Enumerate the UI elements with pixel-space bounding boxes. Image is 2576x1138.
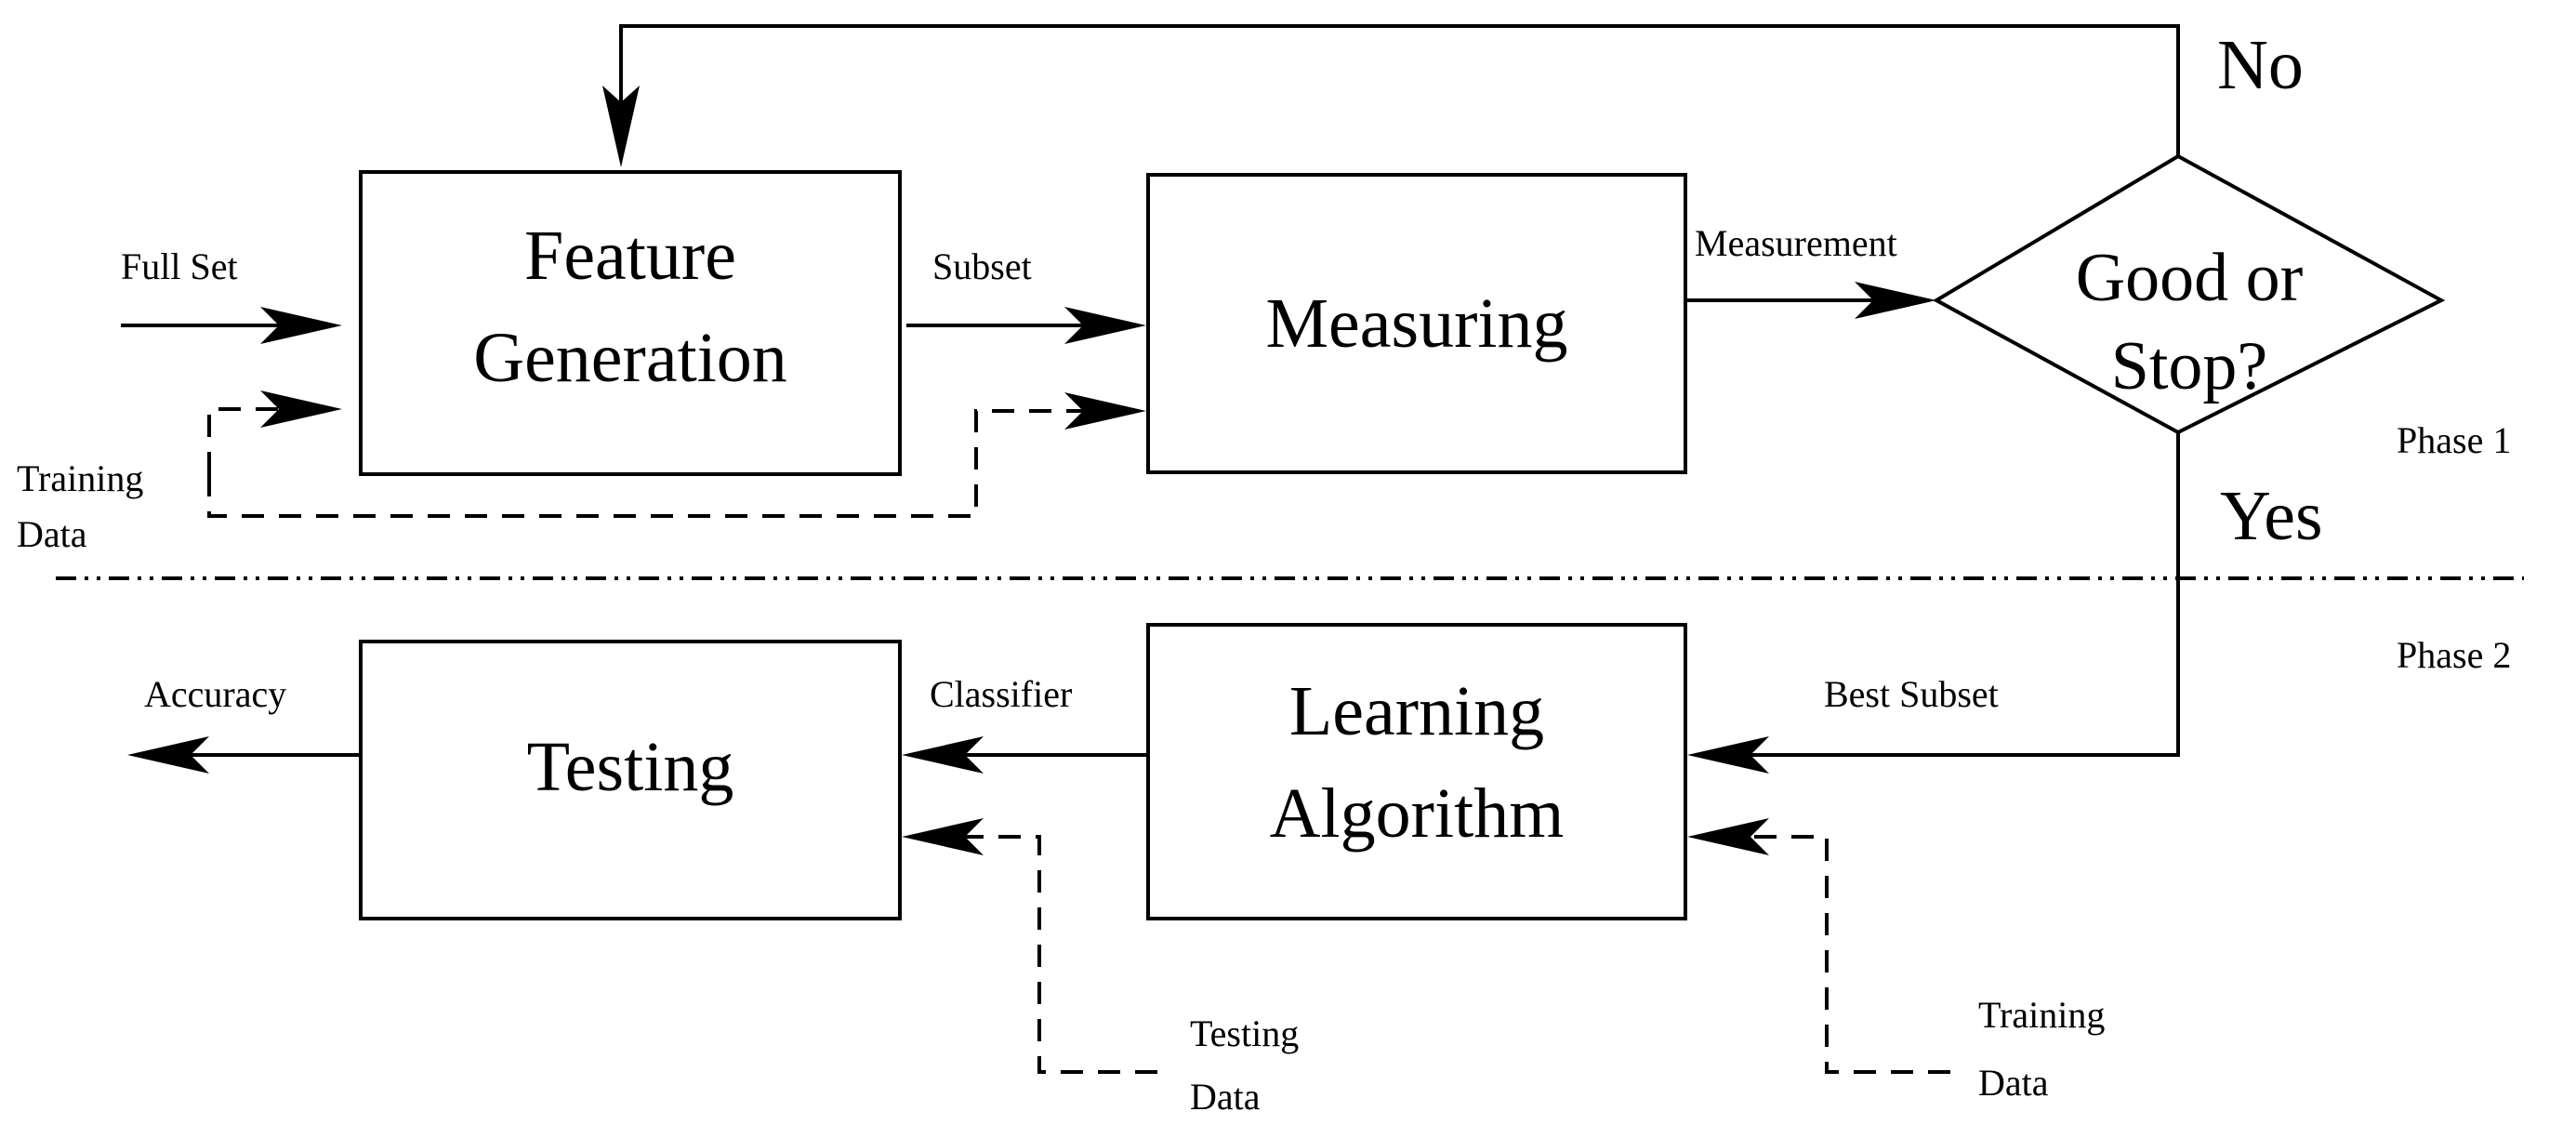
- phase1-label: Phase 1: [2397, 419, 2511, 461]
- measurement-label: Measurement: [1695, 222, 1897, 264]
- phase2-label: Phase 2: [2397, 634, 2511, 676]
- learning-algorithm-label-line1: Learning: [1289, 672, 1544, 750]
- training-data-bottom-label-line2: Data: [1978, 1062, 2049, 1104]
- training-data-top-label-line1: Training: [17, 457, 143, 499]
- learning-algorithm-box: [1146, 623, 1687, 920]
- testing-data-label-line2: Data: [1190, 1076, 1261, 1118]
- training-feed-arrowhead-2: [1064, 392, 1146, 430]
- decision-label-line1: Good or: [2076, 240, 2304, 316]
- testing-box: [359, 640, 902, 920]
- no-feedback-arrowhead: [602, 86, 640, 167]
- feature-generation-label-line2: Generation: [473, 319, 787, 397]
- measuring-box: [1146, 173, 1687, 474]
- no-label: No: [2217, 26, 2304, 104]
- testing-data-arrowhead: [902, 818, 984, 855]
- training-data-bottom-arrowhead: [1687, 818, 1769, 855]
- no-feedback-line: [619, 24, 2180, 156]
- accuracy-arrowhead: [127, 736, 209, 774]
- subset-label: Subset: [932, 245, 1032, 287]
- feature-generation-box: [359, 170, 902, 476]
- training-feed-arrowhead-1: [260, 390, 342, 428]
- measuring-label: Measuring: [1265, 284, 1567, 363]
- classifier-arrowhead: [902, 736, 984, 774]
- full-set-label: Full Set: [121, 245, 238, 287]
- yes-label: Yes: [2220, 477, 2323, 555]
- full-set-arrowhead: [260, 307, 342, 344]
- measurement-arrowhead: [1855, 282, 1936, 319]
- subset-arrowhead: [1064, 307, 1146, 344]
- learning-algorithm-label-line2: Algorithm: [1270, 774, 1565, 853]
- classifier-label: Classifier: [930, 673, 1072, 715]
- training-data-to-feature-generation-branch: [207, 407, 288, 474]
- training-data-top-label-line2: Data: [17, 513, 87, 555]
- feature-generation-label-line1: Feature: [524, 217, 736, 295]
- yes-best-subset-line: [1741, 432, 2180, 757]
- best-subset-label: Best Subset: [1824, 673, 1999, 715]
- training-data-bottom-feed-line: [1741, 835, 1950, 1074]
- best-subset-arrowhead: [1687, 736, 1769, 774]
- testing-label: Testing: [527, 728, 734, 806]
- training-data-bottom-label-line1: Training: [1978, 994, 2105, 1036]
- testing-data-feed-line: [956, 835, 1157, 1074]
- decision-label-line2: Stop?: [2111, 328, 2268, 404]
- testing-data-label-line1: Testing: [1190, 1012, 1299, 1054]
- accuracy-label: Accuracy: [144, 673, 286, 715]
